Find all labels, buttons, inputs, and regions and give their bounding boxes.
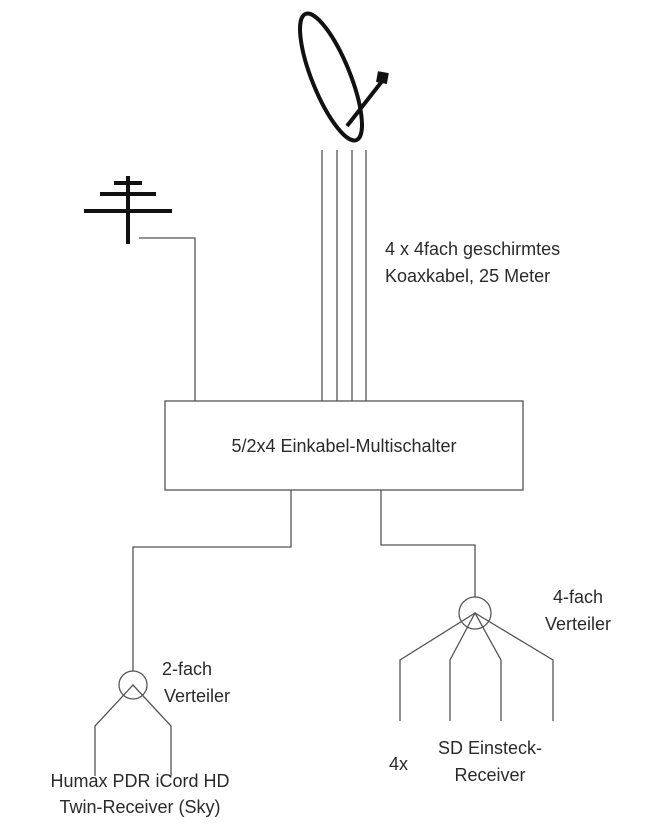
splitter-2-label-line2: Verteiler [164, 686, 231, 706]
satellite-dish-icon [298, 11, 389, 143]
terrestrial-antenna-icon [84, 176, 172, 244]
cable-label-line2: Koaxkabel, 25 Meter [385, 266, 551, 286]
receiver-hd-line1: Humax PDR iCord HD [50, 771, 230, 791]
multiswitch-label: 5/2x4 Einkabel-Multischalter [231, 436, 457, 456]
splitter-4-label-line2: Verteiler [545, 614, 612, 634]
receiver-sd-count: 4x [389, 754, 409, 774]
splitter-4-label-line1: 4-fach [553, 587, 604, 607]
splitter-2-icon [94, 670, 172, 776]
cable-to-4-splitter [380, 490, 476, 597]
coax-cables [321, 150, 367, 401]
cable-label-line1: 4 x 4fach geschirmtes [385, 239, 561, 259]
cable-to-2-splitter [132, 490, 292, 671]
antenna-cable [139, 237, 196, 401]
multiswitch-box [164, 400, 524, 491]
splitter-4-icon [399, 596, 554, 721]
splitter-2-label-line1: 2-fach [162, 659, 213, 679]
receiver-sd-line2: Receiver [454, 765, 526, 785]
receiver-hd-line2: Twin-Receiver (Sky) [59, 797, 221, 817]
receiver-sd-line1: SD Einsteck- [437, 738, 543, 758]
